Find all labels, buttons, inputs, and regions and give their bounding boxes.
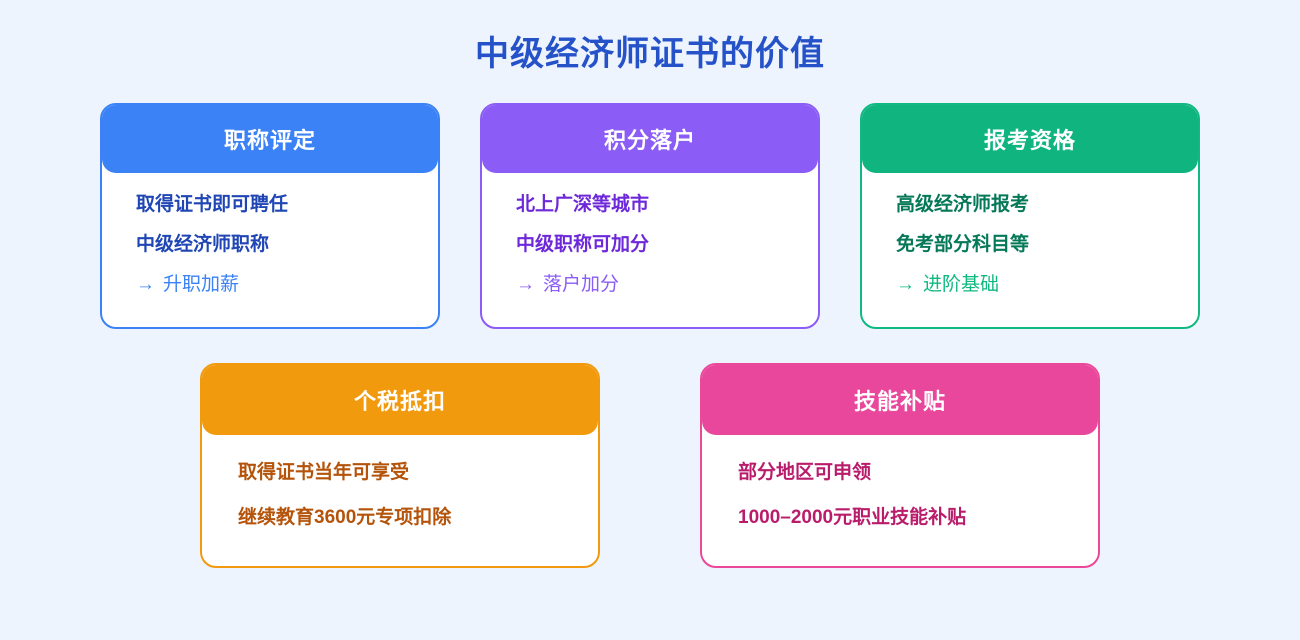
card-arrow-label: 落户加分 bbox=[543, 273, 620, 295]
card-body-line: 取得证书当年可享受 bbox=[238, 461, 410, 483]
card-header: 积分落户 bbox=[482, 104, 818, 173]
card-arrow-line[interactable]: → 进阶基础 bbox=[896, 275, 1198, 294]
arrow-right-icon: → bbox=[516, 273, 535, 295]
page-title: 中级经济师证书的价值 bbox=[475, 35, 825, 73]
card-body: 高级经济师报考 免考部分科目等 → 进阶基础 bbox=[862, 173, 1198, 327]
card-body: 取得证书当年可享受 继续教育3600元专项扣除 bbox=[202, 435, 598, 566]
value-card-points-settlement[interactable]: 积分落户 北上广深等城市 中级职称可加分 → 落户加分 bbox=[480, 102, 820, 329]
card-body: 部分地区可申领 1000–2000元职业技能补贴 bbox=[702, 435, 1098, 566]
card-body-line: 北上广深等城市 bbox=[516, 193, 650, 215]
card-header: 报考资格 bbox=[862, 104, 1198, 173]
card-row-top: 职称评定 取得证书即可聘任 中级经济师职称 → 升职加薪 积分落户 北上广深等城市… bbox=[0, 102, 1300, 329]
card-body: 取得证书即可聘任 中级经济师职称 → 升职加薪 bbox=[102, 173, 438, 327]
card-arrow-label: 进阶基础 bbox=[923, 273, 1000, 295]
card-body-line: 中级职称可加分 bbox=[516, 233, 650, 255]
value-card-tax-deduction[interactable]: 个税抵扣 取得证书当年可享受 继续教育3600元专项扣除 bbox=[200, 362, 600, 568]
card-body-line: 免考部分科目等 bbox=[896, 233, 1030, 255]
card-body: 北上广深等城市 中级职称可加分 → 落户加分 bbox=[482, 173, 818, 327]
card-body-line: 1000–2000元职业技能补贴 bbox=[738, 506, 967, 528]
card-body-line: 部分地区可申领 bbox=[738, 461, 872, 483]
card-body-line: 高级经济师报考 bbox=[896, 193, 1030, 215]
arrow-right-icon: → bbox=[896, 273, 915, 295]
value-card-title-evaluation[interactable]: 职称评定 取得证书即可聘任 中级经济师职称 → 升职加薪 bbox=[100, 102, 440, 329]
card-header: 个税抵扣 bbox=[202, 364, 598, 435]
card-arrow-line[interactable]: → 落户加分 bbox=[516, 275, 818, 294]
card-header: 技能补贴 bbox=[702, 364, 1098, 435]
card-arrow-line[interactable]: → 升职加薪 bbox=[136, 275, 438, 294]
card-body-line: 继续教育3600元专项扣除 bbox=[238, 506, 452, 528]
card-body-line: 取得证书即可聘任 bbox=[136, 193, 289, 215]
value-card-exam-qualification[interactable]: 报考资格 高级经济师报考 免考部分科目等 → 进阶基础 bbox=[860, 102, 1200, 329]
card-row-bottom: 个税抵扣 取得证书当年可享受 继续教育3600元专项扣除 技能补贴 部分地区可申… bbox=[0, 362, 1300, 568]
value-card-skill-subsidy[interactable]: 技能补贴 部分地区可申领 1000–2000元职业技能补贴 bbox=[700, 362, 1100, 568]
arrow-right-icon: → bbox=[136, 273, 155, 295]
card-arrow-label: 升职加薪 bbox=[163, 273, 240, 295]
card-body-line: 中级经济师职称 bbox=[136, 233, 270, 255]
card-header: 职称评定 bbox=[102, 104, 438, 173]
